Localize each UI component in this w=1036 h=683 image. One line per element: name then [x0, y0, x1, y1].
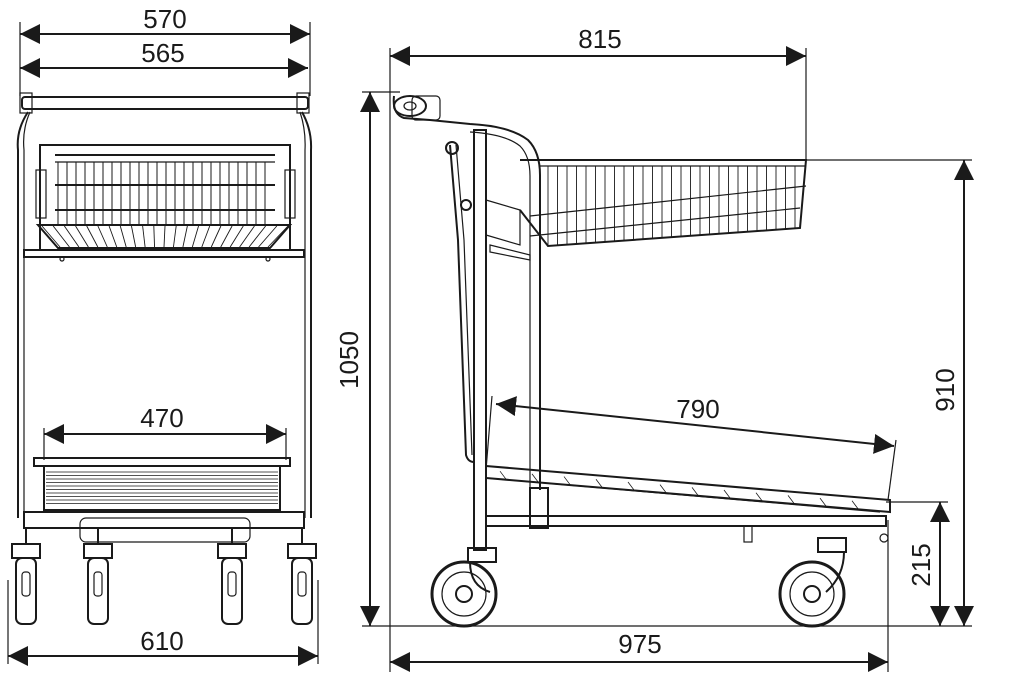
front-base-frame: [23, 511, 305, 529]
dimension-labels: 570 565 470 610 815 1050 910 215 975 790: [140, 4, 960, 659]
dimension-lines: [7, 22, 974, 672]
front-view: [11, 92, 317, 625]
dim-label-910: 910: [930, 368, 960, 411]
front-upright-right: [301, 111, 313, 518]
dim-label-215: 215: [906, 543, 936, 586]
front-upper-basket: [35, 144, 296, 251]
dim-line-790: [495, 396, 895, 454]
front-lower-basket: [33, 457, 291, 511]
side-rear-post-foot: [529, 487, 549, 529]
side-rear-wheel: [778, 537, 847, 628]
side-lower-tray: [485, 464, 891, 514]
dim-label-975: 975: [618, 629, 661, 659]
side-view: [392, 95, 891, 628]
dim-label-570: 570: [143, 4, 186, 34]
side-handle: [392, 95, 541, 490]
dim-label-815: 815: [578, 24, 621, 54]
dim-label-790: 790: [676, 394, 719, 424]
side-base-frame: [485, 515, 887, 527]
front-handle-bar: [21, 96, 309, 110]
dim-label-565: 565: [141, 38, 184, 68]
dim-label-1050: 1050: [334, 331, 364, 389]
front-upright-left: [16, 111, 29, 518]
side-upper-basket: [489, 159, 808, 261]
side-front-post: [473, 129, 487, 551]
side-handle-grip: [393, 95, 427, 117]
side-front-wheel: [430, 547, 498, 628]
front-upper-shelf: [23, 249, 305, 258]
front-casters: [11, 528, 317, 625]
dim-label-470: 470: [140, 403, 183, 433]
front-handle-cap-left: [19, 92, 33, 114]
dim-label-610: 610: [140, 626, 183, 656]
side-linkage: [449, 144, 475, 463]
